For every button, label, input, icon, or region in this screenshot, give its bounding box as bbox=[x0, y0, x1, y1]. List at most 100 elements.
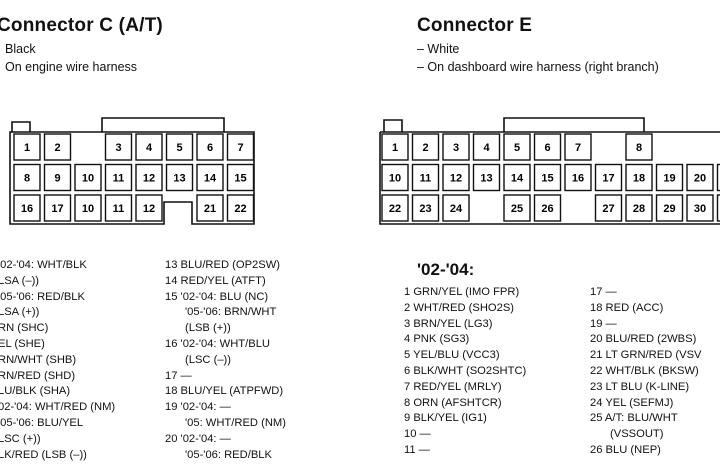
connector-c-pin-cell bbox=[135, 133, 163, 161]
pin-entry: RN/RED (SHD) bbox=[0, 369, 76, 382]
pin-entry: RN/WHT (SHB) bbox=[0, 353, 77, 366]
connector-e-color: – White bbox=[417, 42, 460, 56]
connector-e-pin-number: 12 bbox=[450, 173, 462, 185]
connector-c-pin-cell bbox=[43, 194, 72, 222]
connector-c-pin-cell bbox=[104, 194, 133, 222]
pin-entry: 14 RED/YEL (ATFT) bbox=[165, 274, 266, 287]
pin-entry: 4 PNK (SG3) bbox=[404, 333, 470, 346]
pin-entry: 22 WHT/BLK (BKSW) bbox=[590, 364, 699, 377]
connector-e-title: Connector E bbox=[417, 15, 533, 36]
connector-e-pin-number: 26 bbox=[541, 203, 553, 215]
connector-c-pin-cell bbox=[196, 163, 224, 192]
connector-c-pin-number: 15 bbox=[234, 173, 246, 185]
connector-c-pin-cell bbox=[135, 194, 163, 222]
connector-c-pin-cell bbox=[196, 194, 224, 222]
pin-entry: (LSC (–)) bbox=[185, 353, 231, 366]
connector-c-pin-number: 14 bbox=[204, 173, 217, 185]
connector-c-pin-number: 2 bbox=[54, 142, 60, 154]
connector-c-pin-number: 4 bbox=[146, 142, 153, 154]
pin-entry: 6 BLK/WHT (SO2SHTC) bbox=[404, 364, 527, 377]
connector-e-pin-number: 14 bbox=[511, 173, 524, 185]
connector-e-pin-cell bbox=[503, 194, 531, 222]
connector-e-pin-cell bbox=[686, 194, 714, 222]
pin-entry: 13 BLU/RED (OP2SW) bbox=[165, 259, 281, 271]
connector-e-pin-number: 2 bbox=[422, 142, 428, 154]
connector-e-pin-cell bbox=[533, 163, 562, 192]
pin-entry: 1 GRN/YEL (IMO FPR) bbox=[404, 286, 520, 298]
connector-c-pin-number: 7 bbox=[237, 142, 243, 154]
connector-e-pin-number: 11 bbox=[420, 173, 432, 185]
connector-e-pin-number: 30 bbox=[694, 203, 706, 215]
connector-e-pin-cell bbox=[503, 133, 531, 161]
pin-entry: 2 WHT/RED (SHO2S) bbox=[404, 301, 515, 314]
connector-e-pin-number: 29 bbox=[663, 203, 675, 215]
pin-entry: '05-'06: RED/BLK bbox=[0, 290, 85, 303]
connector-c-pin-number: 10 bbox=[82, 203, 94, 215]
connector-c-pin-number: 12 bbox=[143, 173, 155, 185]
connector-e-pin-cell bbox=[472, 133, 501, 161]
pin-entry: 17 — bbox=[165, 369, 192, 382]
connector-e-diagram: 1234567810111213141516171819202222324252… bbox=[379, 117, 720, 225]
pin-entry: 11 — bbox=[404, 443, 430, 456]
connector-e-pin-cell bbox=[442, 163, 470, 192]
connector-e-pin-number: 23 bbox=[419, 203, 431, 215]
connector-c-pin-cell bbox=[226, 133, 255, 161]
connector-c-color: Black bbox=[5, 42, 36, 56]
connector-c-pin-number: 1 bbox=[24, 142, 30, 154]
connector-e-pin-cell bbox=[381, 194, 409, 222]
connector-e-pin-cell bbox=[625, 194, 653, 222]
connector-e-pin-cell bbox=[655, 194, 684, 222]
connector-e-pin-cell bbox=[594, 194, 623, 222]
pin-entry: 19 '02-'04: — bbox=[165, 401, 231, 414]
pin-entry: 23 LT BLU (K-LINE) bbox=[590, 380, 690, 393]
connector-e-pin-cell bbox=[655, 163, 684, 192]
connector-e-pin-number: 19 bbox=[663, 173, 675, 185]
connector-e-pin-cell bbox=[411, 194, 440, 222]
connector-c-pin-cell bbox=[13, 163, 41, 192]
connector-c-pin-cell bbox=[43, 163, 72, 192]
connector-e-pin-cell bbox=[716, 163, 720, 192]
pin-entry: 17 — bbox=[590, 286, 617, 298]
connector-e-pin-number: 10 bbox=[389, 173, 401, 185]
pin-entry: 18 RED (ACC) bbox=[590, 301, 664, 314]
connector-e-pin-cell bbox=[625, 163, 653, 192]
connector-c-pin-number: 17 bbox=[51, 203, 63, 215]
connector-c-pin-number: 22 bbox=[234, 203, 246, 215]
connector-e-pins-col1: 1 GRN/YEL (IMO FPR) 2 WHT/RED (SHO2S) 3 … bbox=[404, 285, 526, 459]
connector-c-pin-cell bbox=[165, 133, 194, 161]
pin-entry: LU/BLK (SHA) bbox=[0, 385, 71, 398]
pin-entry: 24 YEL (SEFMJ) bbox=[590, 396, 674, 409]
pin-entry: '05-'06: BLU/YEL bbox=[0, 416, 84, 429]
pin-entry: LSC (+)) bbox=[0, 432, 41, 445]
connector-c-pin-cell bbox=[74, 163, 102, 192]
connector-e-pin-number: 6 bbox=[544, 142, 550, 154]
connector-c-pin-number: 8 bbox=[24, 173, 30, 185]
connector-e-pin-cell bbox=[564, 133, 592, 161]
pin-entry: 5 YEL/BLU (VCC3) bbox=[404, 349, 500, 362]
connector-e-pin-number: 28 bbox=[633, 203, 645, 215]
connector-e-pin-cell bbox=[686, 163, 714, 192]
connector-e-pin-cell bbox=[716, 194, 720, 222]
connector-e-pin-number: 24 bbox=[450, 203, 463, 215]
connector-c-pins-col2: 13 BLU/RED (OP2SW) 14 RED/YEL (ATFT) 15 … bbox=[165, 258, 286, 463]
connector-c-pin-number: 9 bbox=[54, 173, 60, 185]
connector-c-pin-number: 13 bbox=[173, 173, 185, 185]
connector-c-pin-number: 11 bbox=[113, 203, 125, 215]
connector-e-pin-number: 16 bbox=[572, 173, 584, 185]
connector-e-pin-number: 27 bbox=[602, 203, 614, 215]
pin-entry: '05-'06: BRN/WHT bbox=[185, 306, 277, 319]
pin-entry: 21 LT GRN/RED (VSV bbox=[590, 349, 702, 362]
connector-c-pin-cell bbox=[104, 133, 133, 161]
connector-e-pin-number: 22 bbox=[389, 203, 401, 215]
connector-c-pin-number: 6 bbox=[207, 142, 213, 154]
connector-e-pin-cell bbox=[381, 163, 409, 192]
pin-entry: '05: WHT/RED (NM) bbox=[185, 416, 286, 429]
pin-entry: LSA (–)) bbox=[0, 274, 40, 287]
connector-e-pin-cell bbox=[533, 194, 562, 222]
pin-entry: 02-'04: WHT/RED (NM) bbox=[0, 401, 116, 414]
connector-c-pin-cell bbox=[74, 194, 102, 222]
pin-entry: EL (SHE) bbox=[0, 337, 45, 350]
connector-c-pin-number: 11 bbox=[113, 173, 125, 185]
connector-c-title: Connector C (A/T) bbox=[0, 15, 163, 36]
pin-entry: RN (SHC) bbox=[0, 322, 49, 335]
